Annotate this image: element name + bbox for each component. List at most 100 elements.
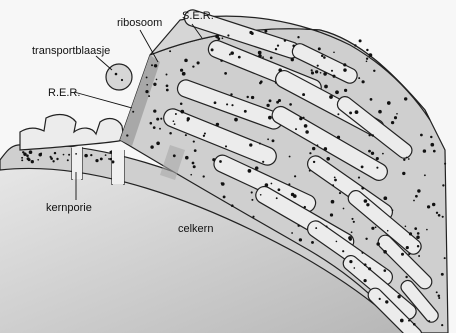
ribosome-dot: [400, 319, 404, 323]
ribosome-dot: [252, 216, 254, 218]
ribosome-dot: [169, 132, 172, 135]
ribosome-dot: [259, 82, 262, 85]
ribosome-dot: [100, 157, 103, 160]
ribosome-dot: [54, 152, 56, 154]
ribosome-dot: [126, 134, 128, 136]
ribosome-dot: [276, 101, 279, 104]
ribosome-dot: [190, 174, 192, 176]
ribosome-dot: [343, 63, 346, 66]
ribosome-dot: [187, 119, 189, 121]
ribosome-dot: [75, 153, 77, 155]
ribosome-dot: [291, 58, 294, 61]
ribosome-dot: [148, 95, 150, 97]
ribosome-dot: [52, 160, 54, 162]
ribosome-dot: [150, 145, 153, 148]
ribosome-dot: [438, 214, 441, 217]
ribosome-dot: [394, 116, 397, 119]
ribosome-dot: [29, 150, 33, 154]
ribosome-dot: [339, 192, 341, 194]
ribosome-dot: [361, 252, 363, 254]
ribosome-dot: [295, 128, 297, 130]
ribosome-dot: [224, 72, 227, 75]
ribosome-dot: [442, 216, 444, 218]
ribosome-dot: [444, 257, 446, 259]
ribosome-dot: [309, 170, 311, 172]
ribosome-dot: [95, 159, 98, 162]
ribosome-dot: [192, 65, 194, 67]
ribosome-dot: [403, 159, 405, 161]
ribosome-dot: [427, 205, 430, 208]
ribosome-dot: [214, 101, 217, 104]
ribosome-dot: [111, 160, 114, 163]
label-ribosoom: ribosoom: [117, 17, 162, 29]
ribosome-dot: [336, 241, 338, 243]
ribosome-dot: [408, 320, 410, 322]
ribosome-dot: [304, 124, 308, 128]
ribosome-dot: [420, 134, 423, 137]
ribosome-dot: [406, 157, 408, 159]
ribosome-dot: [56, 158, 58, 160]
ribosome-dot: [318, 47, 321, 50]
ribosome-dot: [27, 157, 30, 160]
ribosome-dot: [105, 154, 107, 156]
ribosome-dot: [432, 203, 435, 206]
ribosome-dot: [324, 147, 327, 150]
ribosome-dot: [272, 139, 275, 142]
ribosome-dot: [375, 226, 377, 228]
ribosome-dot: [397, 295, 400, 298]
ribosome-dot: [260, 194, 262, 196]
ribosome-dot: [156, 118, 159, 121]
ribosome-dot: [368, 134, 370, 136]
ribosome-dot: [343, 68, 346, 71]
ribosome-dot: [268, 116, 272, 120]
ribosome-dot: [315, 227, 317, 229]
ribosome-dot: [332, 75, 335, 78]
ribosome-dot: [366, 203, 369, 206]
ribosome-dot: [387, 101, 391, 105]
ribosome-dot: [234, 118, 238, 122]
ribosome-dot: [365, 238, 367, 240]
ribosome-dot: [423, 149, 426, 152]
ribosome-dot: [326, 225, 328, 227]
ribosome-dot: [180, 110, 184, 114]
ribosome-dot: [349, 260, 352, 263]
ribosome-dot: [321, 55, 323, 57]
ribosome-dot: [418, 255, 420, 257]
ribosome-dot: [271, 183, 273, 185]
ribosome-dot: [84, 154, 88, 158]
ribosome-dot: [311, 69, 313, 71]
ribosome-dot: [369, 53, 373, 57]
ribosome-dot: [222, 37, 224, 39]
ribosome-dot: [438, 297, 440, 299]
ribosome-dot: [351, 231, 353, 233]
ribosome-dot: [299, 238, 302, 241]
ribosome-dot: [326, 157, 330, 161]
ribosome-dot: [221, 182, 225, 186]
ribosome-dot: [396, 113, 398, 115]
ribosome-dot: [401, 253, 404, 256]
ribosome-dot: [21, 157, 23, 159]
ribosome-dot: [424, 174, 426, 176]
ribosome-dot: [363, 279, 366, 282]
ribosome-dot: [251, 191, 253, 193]
ribosome-dot: [376, 157, 379, 160]
ribosome-dot: [248, 169, 252, 173]
ribosome-dot: [226, 103, 228, 105]
ribosome-dot: [166, 74, 168, 76]
ribosome-dot: [204, 132, 206, 134]
ribosome-dot: [251, 199, 253, 201]
ribosome-dot: [323, 56, 326, 59]
ribosome-dot: [150, 122, 153, 125]
ribosome-dot: [289, 103, 292, 106]
ribosome-dot: [436, 291, 438, 293]
ribosome-dot: [413, 200, 415, 202]
label-transportblaasje: transportblaasje: [32, 45, 110, 57]
ribosome-dot: [405, 225, 407, 227]
ribosome-dot: [249, 143, 252, 146]
ribosome-dot: [68, 154, 70, 156]
ribosome-dot: [444, 163, 446, 165]
ribosome-dot: [379, 298, 381, 300]
ribosome-dot: [378, 110, 382, 114]
ribosome-dot: [154, 64, 157, 67]
ribosome-dot: [166, 84, 169, 87]
